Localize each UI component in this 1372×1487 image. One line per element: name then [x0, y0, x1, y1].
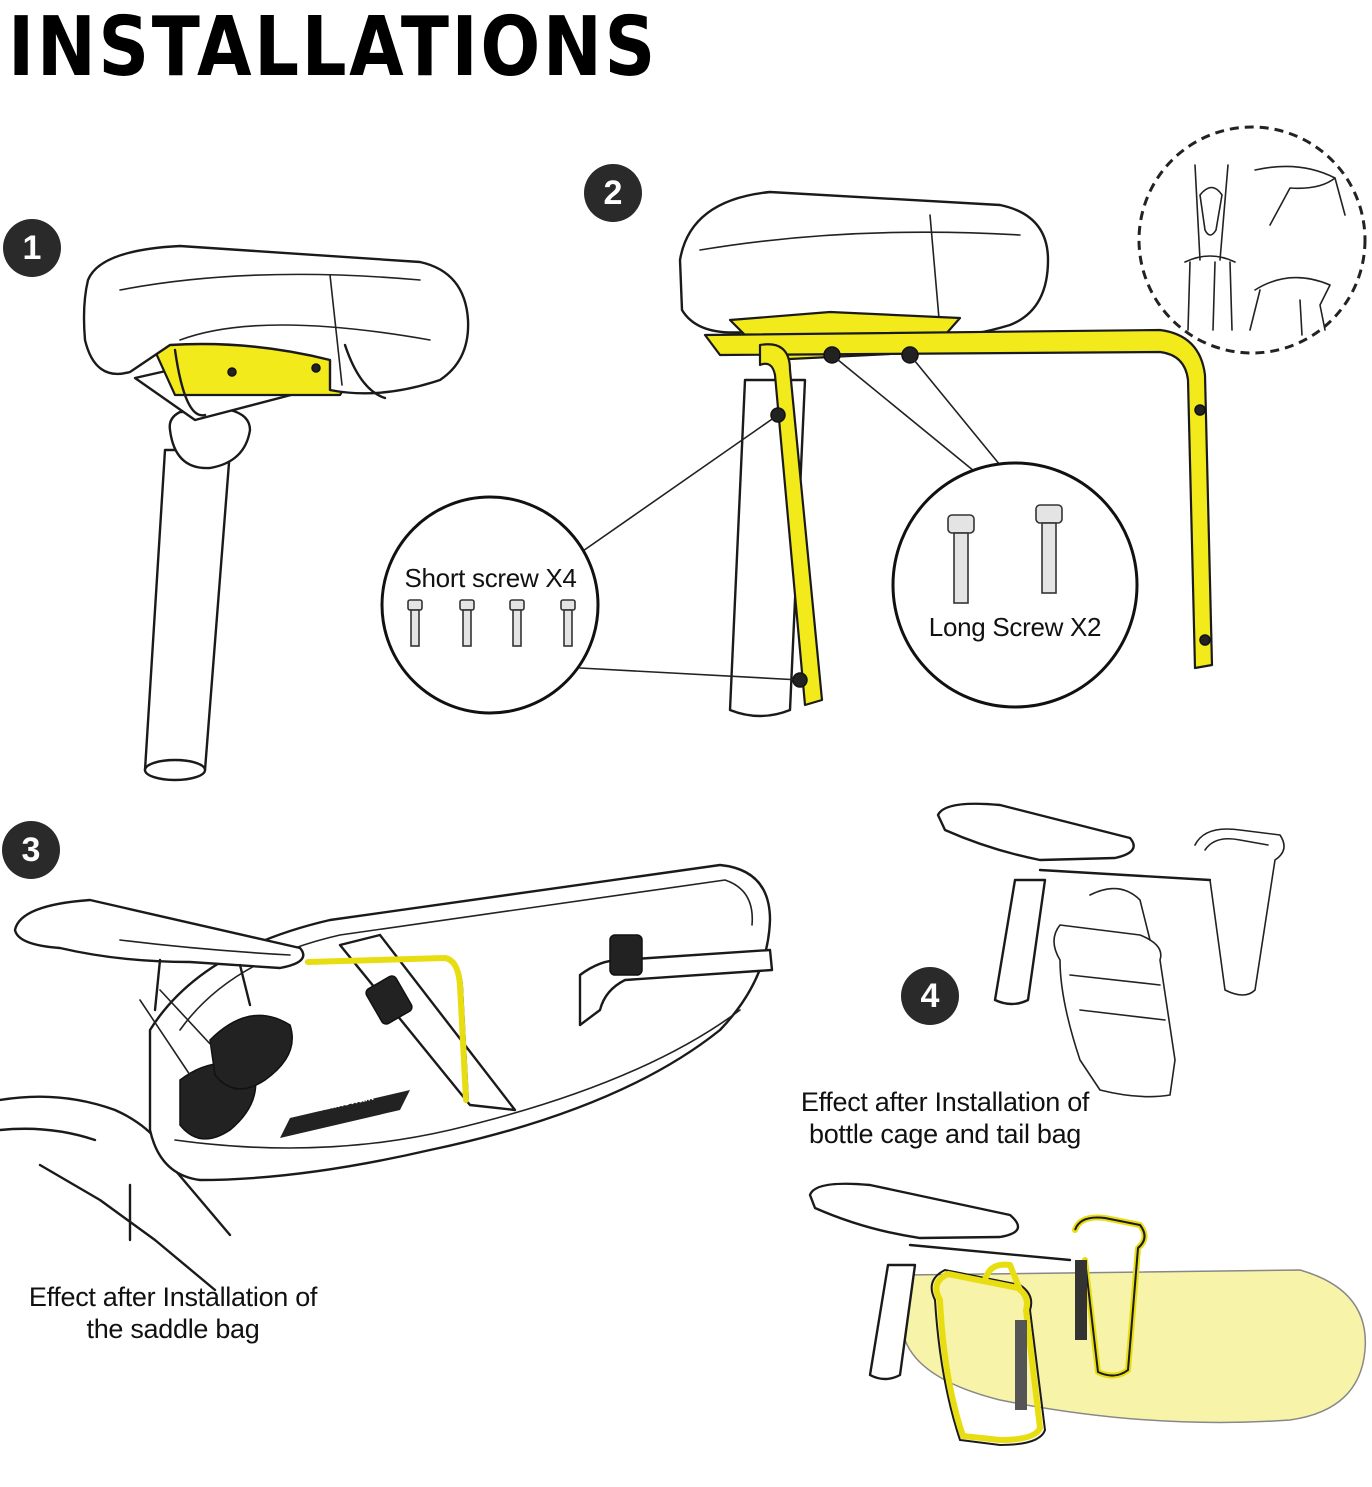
- long-screw-label: Long Screw X2: [928, 612, 1102, 642]
- short-screw-icons: [407, 599, 576, 647]
- saddle-bag-caption: Effect after Installation of the saddle …: [8, 1281, 338, 1345]
- step3-saddlebag-illustration: Rhinowalk: [0, 863, 774, 1292]
- page-title: INSTALLATIONS: [8, 0, 658, 95]
- mount-variants-icon: [1184, 164, 1346, 336]
- step-3-badge: 3: [2, 821, 60, 879]
- step4-bottle-cage-lineart: [936, 802, 1285, 1098]
- step2-rack-illustration: [380, 125, 1367, 718]
- bottle-cage-caption-line-2: bottle cage and tail bag: [808, 1119, 1081, 1149]
- saddle-bag-caption-line-2: the saddle bag: [86, 1314, 260, 1344]
- step4-bottle-cage-yellow: [808, 1182, 1367, 1447]
- step-4-badge: 4: [901, 967, 959, 1025]
- step1-saddle-illustration: [82, 244, 470, 782]
- step-2-badge: 2: [584, 164, 642, 222]
- saddle-bag-caption-line-1: Effect after Installation of: [28, 1282, 318, 1312]
- long-screw-icons: [947, 504, 1063, 604]
- bottle-cage-caption: Effect after Installation of bottle cage…: [780, 1086, 1110, 1150]
- step-1-badge: 1: [3, 219, 61, 277]
- short-screw-label: Short screw X4: [404, 563, 577, 593]
- bottle-cage-caption-line-1: Effect after Installation of: [800, 1087, 1090, 1117]
